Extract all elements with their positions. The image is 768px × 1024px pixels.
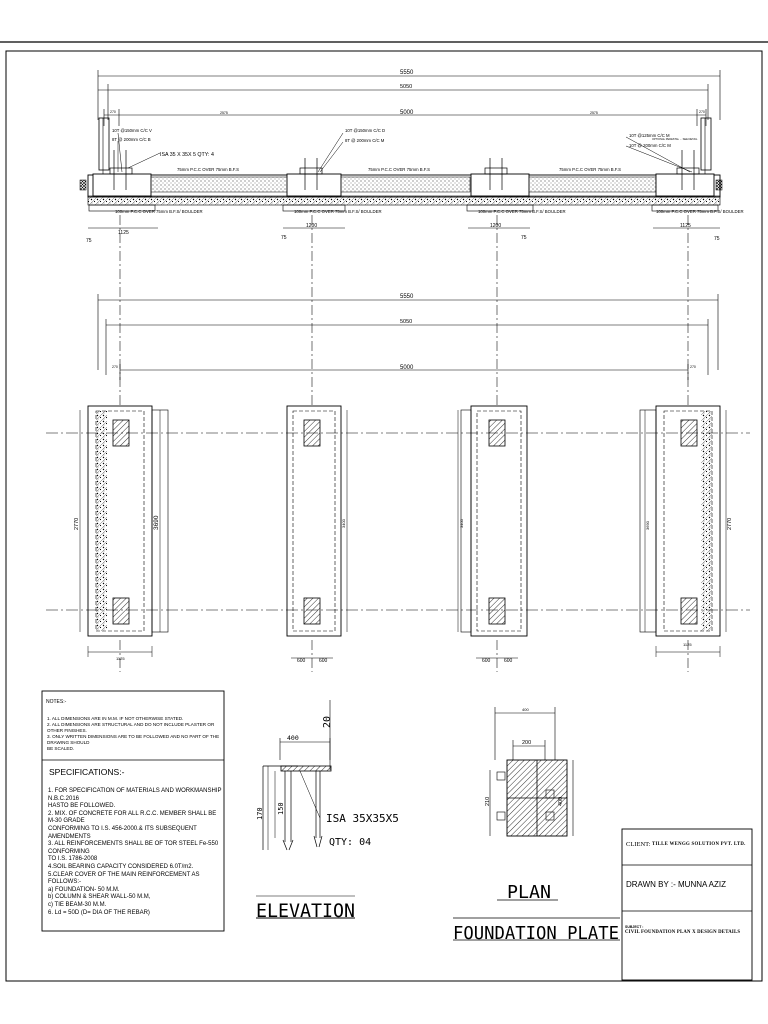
notes-frame [41, 690, 225, 932]
plan-side-left-inner: 3690 [153, 515, 160, 530]
spec-line: CONFORMING TO I.S. 456-2000.& ITS SUBSEQ… [48, 825, 197, 840]
foundation-plate-caption: FOUNDATION PLATE [453, 923, 619, 944]
plan-dim-left-small: 270 [112, 365, 118, 369]
notes-line: BE SCALED. [47, 746, 75, 751]
right-note: OPTIONAL PEDESTAL ... SEE DETAIL [652, 137, 698, 141]
rebar-right-1: 10T @125mm C/C M [629, 133, 670, 138]
spec-line: 5.CLEAR COVER OF THE MAIN REINFORCEMENT … [48, 871, 200, 886]
spec-line: 1. FOR SPECIFICATION OF MATERIALS AND WO… [48, 788, 222, 802]
plan-side-mid-1: 3400 [341, 518, 346, 528]
elev-detail-isa: ISA 35X35X5 [326, 812, 399, 825]
drawn-by: DRAWN BY :- MUNNA AZIZ [626, 880, 727, 889]
notes-line: 3. ONLY WRITTEN DIMENSIONS ARE TO BE FOL… [47, 734, 220, 745]
elev-dim-right-small: 270 [699, 110, 705, 114]
plan-bdim-3: 600 [319, 658, 328, 664]
spec-line: 4.SOIL BEARING CAPACITY CONSIDERED 6.0T/… [48, 863, 194, 870]
elev-bdim-3: 75 [281, 235, 287, 241]
elev-dim-left-small: 270 [110, 110, 116, 114]
rebar-mid-1: 10T @150mm C/C D [345, 128, 385, 133]
plan-detail-dim-left: 210 [485, 797, 491, 806]
pcc-label-3: 75mm P.C.C OVER 75mm B.F.S [559, 167, 621, 172]
sheet-border [0, 41, 768, 982]
client-value: TILLE WENGG SOLUTION PVT. LTD. [652, 842, 746, 847]
elev-detail-qty: QTY: 04 [329, 837, 371, 848]
elev-dim-sub-left: 2575 [220, 111, 228, 115]
rebar-left-2: 8T @ 200mm C/C B [112, 137, 151, 142]
plan-side-left-outer: 2770 [74, 518, 80, 530]
title-block: CLIENT: TILLE WENGG SOLUTION PVT. LTD. D… [622, 829, 752, 980]
specifications-list: 1. FOR SPECIFICATION OF MATERIALS AND WO… [48, 788, 224, 917]
base-label-4: 100mm P.C.C OVER 75mm B.F.S/ BOULDER [656, 209, 744, 214]
title-block-frame [621, 828, 753, 981]
base-label-3: 100mm P.C.C OVER 75mm B.F.S/ BOULDER [478, 209, 566, 214]
plan-caption: PLAN [507, 882, 551, 903]
rebar-right-2: 10T @ 200mm C/C M [629, 143, 671, 148]
elev-bdim-4: 1200 [306, 223, 317, 229]
elev-bdim-6: 75 [521, 235, 527, 241]
elev-bdim-1: 75 [86, 238, 92, 244]
plan-bdim-2: 600 [297, 658, 306, 664]
rebar-mid-2: 8T @ 200mm C/C M [345, 138, 385, 143]
plan-detail-dim-inner: 200 [522, 740, 531, 746]
spec-line: HASTO BE FOLLOWED. [48, 803, 116, 810]
plan-dim-inner: 5050 [400, 319, 412, 325]
specifications-title: SPECIFICATIONS:- [49, 767, 125, 777]
grid-centerlines [119, 215, 689, 672]
elev-dim-span: 5000 [400, 110, 414, 116]
plan-dim-right-small: 270 [690, 365, 696, 369]
plan-side-right-outer: 2770 [727, 518, 733, 530]
elev-detail-dim-h2: 150 [277, 802, 285, 815]
plan-side-right-inner: 3690 [645, 520, 650, 530]
elevation-caption: ELEVATION [256, 900, 355, 922]
elevation-detail [256, 700, 355, 919]
plan-detail [453, 707, 620, 941]
elev-dim-inner: 5050 [400, 84, 412, 90]
plan-bdim-6: 1125 [683, 642, 692, 647]
base-label-2: 100mm P.C.C OVER 75mm B.F.S/ BOULDER [294, 209, 382, 214]
elev-dim-sub-right: 2575 [590, 111, 598, 115]
plan-dim-overall: 5550 [400, 294, 414, 300]
plan-section: 5550 5050 5000 270 270 [46, 294, 750, 664]
elev-bdim-8: 75 [714, 236, 720, 242]
elev-bdim-2: 1125 [118, 230, 129, 236]
elev-detail-dim-thk: 20 [322, 716, 333, 728]
notes-panel: NOTES:- 1. ALL DIMENSIONS ARE IN M.M. IF… [42, 691, 224, 931]
elev-bdim-7: 1125 [680, 223, 691, 229]
elev-bdim-5: 1200 [490, 223, 501, 229]
notes-line: 1. ALL DIMENSIONS ARE IN M.M. IF NOT OTH… [47, 716, 184, 721]
elev-detail-dim-top: 400 [287, 734, 299, 742]
notes-line: 2. ALL DIMENSIONS ARE STRUCTURAL AND DO … [47, 722, 215, 733]
plan-bdim-4: 600 [482, 658, 491, 664]
pcc-label-2: 75mm P.C.C OVER 75mm B.F.S [368, 167, 430, 172]
subject-label: SUBJECT : [625, 925, 644, 929]
elevation-section: 5550 5050 5000 270 270 2575 2575 [79, 70, 744, 244]
rebar-left-1: 10T @150mm C/C V [112, 128, 152, 133]
elev-dim-overall: 5550 [400, 70, 414, 76]
elev-detail-dim-h1: 170 [256, 807, 264, 820]
plan-dim-span: 5000 [400, 365, 414, 371]
spec-line: 2. MIX. OF CONCRETE FOR ALL R.C.C. MEMBE… [48, 810, 217, 825]
notes-list: 1. ALL DIMENSIONS ARE IN M.M. IF NOT OTH… [47, 716, 223, 752]
spec-line: a) FOUNDATION- 50 M.M. [48, 886, 120, 893]
plan-bdim-5: 600 [504, 658, 513, 664]
notes-title: NOTES:- [46, 699, 67, 705]
spec-line: 6. Ld = 50D (D= DIA OF THE REBAR) [48, 909, 150, 916]
client-label: CLIENT: [626, 841, 651, 848]
plan-side-mid-2: 3400 [459, 518, 464, 528]
spec-line: b) COLUMN & SHEAR WALL-50 M.M, [48, 894, 151, 901]
plan-detail-dim-top: 400 [522, 707, 529, 712]
spec-line: 3. ALL REINFORCEMENTS SHALL BE OF TOR ST… [48, 841, 219, 855]
pcc-label-1: 75mm P.C.C OVER 75mm B.F.S [177, 167, 239, 172]
plan-bdim-1: 1125 [116, 656, 125, 661]
spec-line: c) TIE BEAM-30 M.M. [48, 901, 107, 908]
isa-label-top: ISA 35 X 35X 5 QTY: 4 [160, 152, 214, 158]
base-label-1: 100mm P.C.C OVER 75mm B.F.S/ BOULDER [115, 209, 203, 214]
plan-detail-dim-right: 400 [558, 797, 564, 806]
subject-value: CIVIL FOUNDATION PLAN X DESIGN DETAILS [625, 930, 741, 935]
spec-line: TO I.S. 1786-2008 [48, 856, 98, 863]
